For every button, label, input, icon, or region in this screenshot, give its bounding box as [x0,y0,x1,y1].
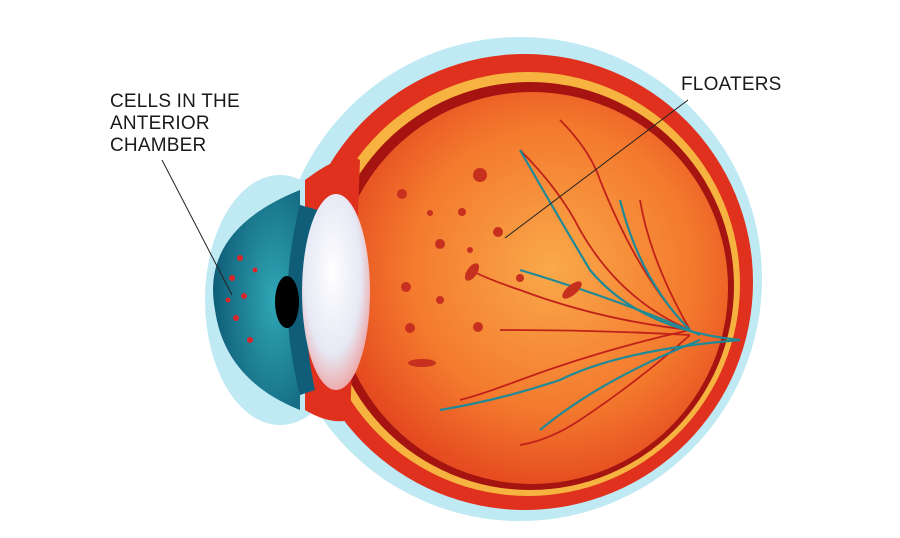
vessel [539,338,701,431]
floaters-label: FLOATERS [681,74,782,95]
vessel [639,199,691,331]
floater [473,322,483,332]
pupil [275,276,299,328]
floaters-pointer-line [504,99,689,239]
floater [435,239,445,249]
label-line: ANTERIOR [110,113,210,134]
cell-dot [241,293,247,299]
floater [467,247,473,253]
anterior-pointer-line [161,159,233,296]
cell-dot [225,297,231,303]
floater [397,189,407,199]
floater [493,227,503,237]
floaters [397,168,582,367]
vessel [519,334,691,446]
lens [302,194,370,390]
vessel [439,338,741,412]
anterior-chamber-label: CELLS IN THE ANTERIOR CHAMBER [110,91,240,157]
cell-dot [233,315,239,321]
vessel [469,269,691,331]
vessel [459,329,691,401]
floater [408,359,436,367]
floater [516,274,524,282]
cell-dot [252,267,258,273]
floater [405,323,415,333]
anterior-cells [225,255,258,343]
floater [473,168,487,182]
cell-dot [237,255,243,261]
vessel [519,268,701,337]
label-line: CHAMBER [110,135,207,156]
cornea [213,190,300,410]
teal-vessels [439,149,741,431]
floater [436,296,444,304]
floater [562,281,582,299]
vessel [519,149,691,331]
cell-dot [247,337,253,343]
cell-dot [229,275,235,281]
floater [458,208,466,216]
floater [427,210,433,216]
blood-vessels [459,119,691,446]
floater [401,282,411,292]
vessel [618,199,691,331]
label-line: CELLS IN THE [110,91,240,112]
vitreous-body [336,92,728,484]
floater [464,263,480,281]
vessel [499,329,691,336]
